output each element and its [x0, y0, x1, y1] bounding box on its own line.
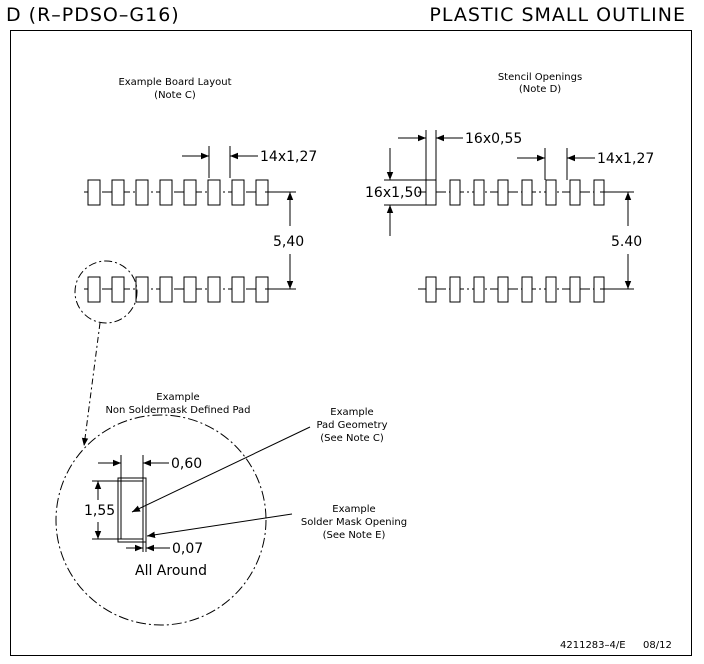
stencil-opening [497, 276, 509, 303]
stencil-bottom-pad-row [425, 276, 605, 303]
board-pad [159, 179, 173, 206]
board-layout-title: Example Board Layout [118, 77, 231, 88]
stencil-pitch-dimension: 14x1,27 [597, 151, 654, 167]
stencil-width-dimension: 16x0,55 [465, 131, 522, 147]
board-pad [111, 179, 125, 206]
mask-callout-line3: (See Note E) [323, 530, 386, 541]
stencil-row-spacing-dimension: 5.40 [611, 234, 642, 250]
stencil-opening [497, 179, 509, 206]
stencil-length-dimension: 16x1,50 [365, 185, 422, 201]
pad-length-dimension: 1,55 [84, 503, 115, 519]
pad-callout-line1: Example [330, 407, 373, 418]
package-code-title: D (R–PDSO–G16) [6, 4, 180, 26]
stencil-opening [473, 276, 485, 303]
pad-callout-line3: (See Note C) [320, 433, 384, 444]
board-top-pad-row [87, 179, 269, 206]
board-pad [135, 179, 149, 206]
drawing-date: 08/12 [643, 640, 672, 651]
stencil-opening [545, 276, 557, 303]
detail-leader-line [81, 322, 101, 447]
stencil-opening [449, 276, 461, 303]
stencil-opening [569, 179, 581, 206]
board-pad [87, 276, 101, 303]
mask-callout-line1: Example [332, 504, 375, 515]
board-bottom-pad-row [87, 276, 269, 303]
detail-title-line2: Non Soldermask Defined Pad [105, 405, 250, 416]
detail-view-circle [55, 414, 267, 626]
stencil-opening [521, 179, 533, 206]
board-pad [183, 179, 197, 206]
clearance-all-around-text: All Around [135, 563, 207, 579]
drawing-frame [10, 30, 692, 656]
pad-callout-line2: Pad Geometry [316, 420, 387, 431]
stencil-opening [425, 179, 437, 206]
stencil-opening [449, 179, 461, 206]
stencil-opening [569, 276, 581, 303]
stencil-note: (Note D) [519, 84, 561, 95]
stencil-opening [473, 179, 485, 206]
package-type-title: PLASTIC SMALL OUTLINE [429, 4, 686, 26]
board-layout-note: (Note C) [154, 90, 196, 101]
pad-callout-leader [131, 426, 311, 513]
board-pitch-dimension: 14x1,27 [260, 149, 317, 165]
solder-mask-opening-outline [117, 477, 147, 543]
stencil-title: Stencil Openings [498, 72, 582, 83]
detail-callout-circle [74, 260, 138, 324]
mask-callout-line2: Solder Mask Opening [301, 517, 407, 528]
board-pad [207, 276, 221, 303]
drawing-number: 4211283–4/E [560, 640, 626, 651]
stencil-opening [425, 276, 437, 303]
board-pad [111, 276, 125, 303]
clearance-dimension: 0,07 [172, 541, 203, 557]
board-row-spacing-dimension: 5,40 [273, 234, 304, 250]
board-pad [207, 179, 221, 206]
board-pad [87, 179, 101, 206]
board-pad [231, 276, 245, 303]
board-pad [159, 276, 173, 303]
pad-geometry-outline [120, 480, 144, 540]
pad-width-dimension: 0,60 [171, 456, 202, 472]
stencil-opening [521, 276, 533, 303]
board-pad [183, 276, 197, 303]
detail-title-line1: Example [156, 392, 199, 403]
stencil-opening [545, 179, 557, 206]
board-pad [231, 179, 245, 206]
mask-callout-leader [146, 513, 293, 538]
board-pad [135, 276, 149, 303]
